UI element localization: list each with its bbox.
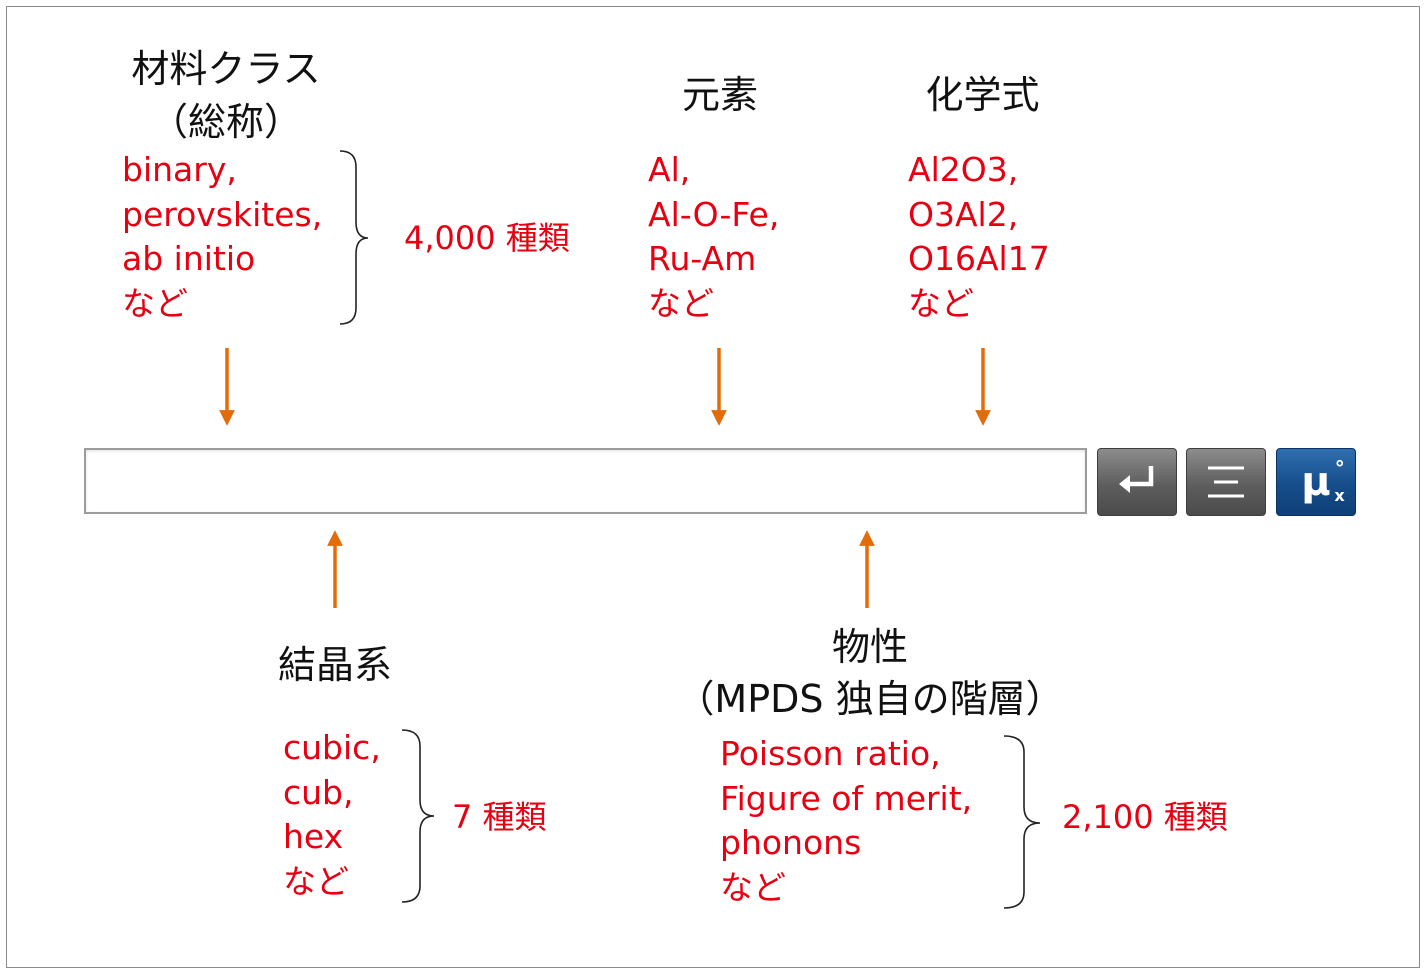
crystal-system-example: など: [283, 861, 349, 901]
property-title: 物性 （MPDS 独自の階層）: [660, 622, 1080, 724]
formula-title: 化学式: [925, 73, 1040, 117]
material-class-title-line2: （総称）: [149, 100, 302, 144]
material-class-title: 材料クラス （総称）: [96, 44, 356, 147]
formula-example: O3Al2,: [908, 194, 1019, 234]
property-title-line2: （MPDS 独自の階層）: [676, 677, 1064, 721]
element-example: Al,: [648, 150, 691, 189]
crystal-system-title: 結晶系: [277, 643, 392, 687]
property-example: Poisson ratio,: [720, 734, 941, 773]
property-count: 2,100 種類: [1062, 798, 1228, 836]
crystal-system-example: cubic,: [283, 728, 381, 767]
mu-symbol-icon: μ ° x: [1301, 458, 1344, 505]
element-example: など: [648, 283, 714, 323]
property-brace: [1003, 735, 1041, 909]
property-examples: Poisson ratio, Figure of merit, phonons …: [720, 732, 972, 910]
menu-button[interactable]: [1186, 448, 1266, 516]
property-example: など: [720, 867, 786, 907]
property-example: phonons: [720, 823, 862, 862]
crystal-system-example: hex: [283, 817, 344, 856]
element-example: Al-O-Fe,: [648, 194, 780, 234]
element-title: 元素: [681, 73, 758, 117]
material-class-example: など: [122, 283, 188, 323]
search-input[interactable]: [86, 450, 1085, 512]
menu-lines-icon: [1208, 466, 1244, 498]
mu-glyph: μ: [1301, 459, 1331, 505]
property-title-line1: 物性: [831, 625, 908, 669]
crystal-system-brace: [401, 729, 435, 903]
mu-subscript: x: [1334, 486, 1345, 505]
material-class-title-line1: 材料クラス: [131, 47, 321, 91]
return-arrow-icon: [1119, 466, 1154, 493]
submit-button[interactable]: [1097, 448, 1177, 516]
crystal-system-example: cub,: [283, 772, 354, 812]
material-class-example: binary,: [122, 150, 237, 189]
search-box[interactable]: [84, 448, 1087, 514]
formula-example: Al2O3,: [908, 150, 1019, 189]
formula-examples: Al2O3, O3Al2, O16Al17 など: [908, 148, 1050, 326]
element-examples: Al, Al-O-Fe, Ru-Am など: [648, 148, 779, 326]
mu-degree: °: [1334, 456, 1345, 480]
material-class-examples: binary, perovskites, ab initio など: [122, 148, 322, 326]
material-class-brace: [339, 150, 369, 325]
crystal-system-examples: cubic, cub, hex など: [283, 726, 381, 904]
diagram-frame: [6, 6, 1420, 968]
mpds-button[interactable]: μ ° x: [1276, 448, 1356, 516]
material-class-example: ab initio: [122, 239, 256, 278]
material-class-example: perovskites,: [122, 194, 323, 234]
formula-example: O16Al17: [908, 239, 1050, 278]
material-class-count: 4,000 種類: [404, 219, 570, 257]
crystal-system-count: 7 種類: [452, 798, 547, 836]
element-example: Ru-Am: [648, 239, 757, 278]
property-example: Figure of merit,: [720, 778, 973, 818]
formula-example: など: [908, 283, 974, 323]
